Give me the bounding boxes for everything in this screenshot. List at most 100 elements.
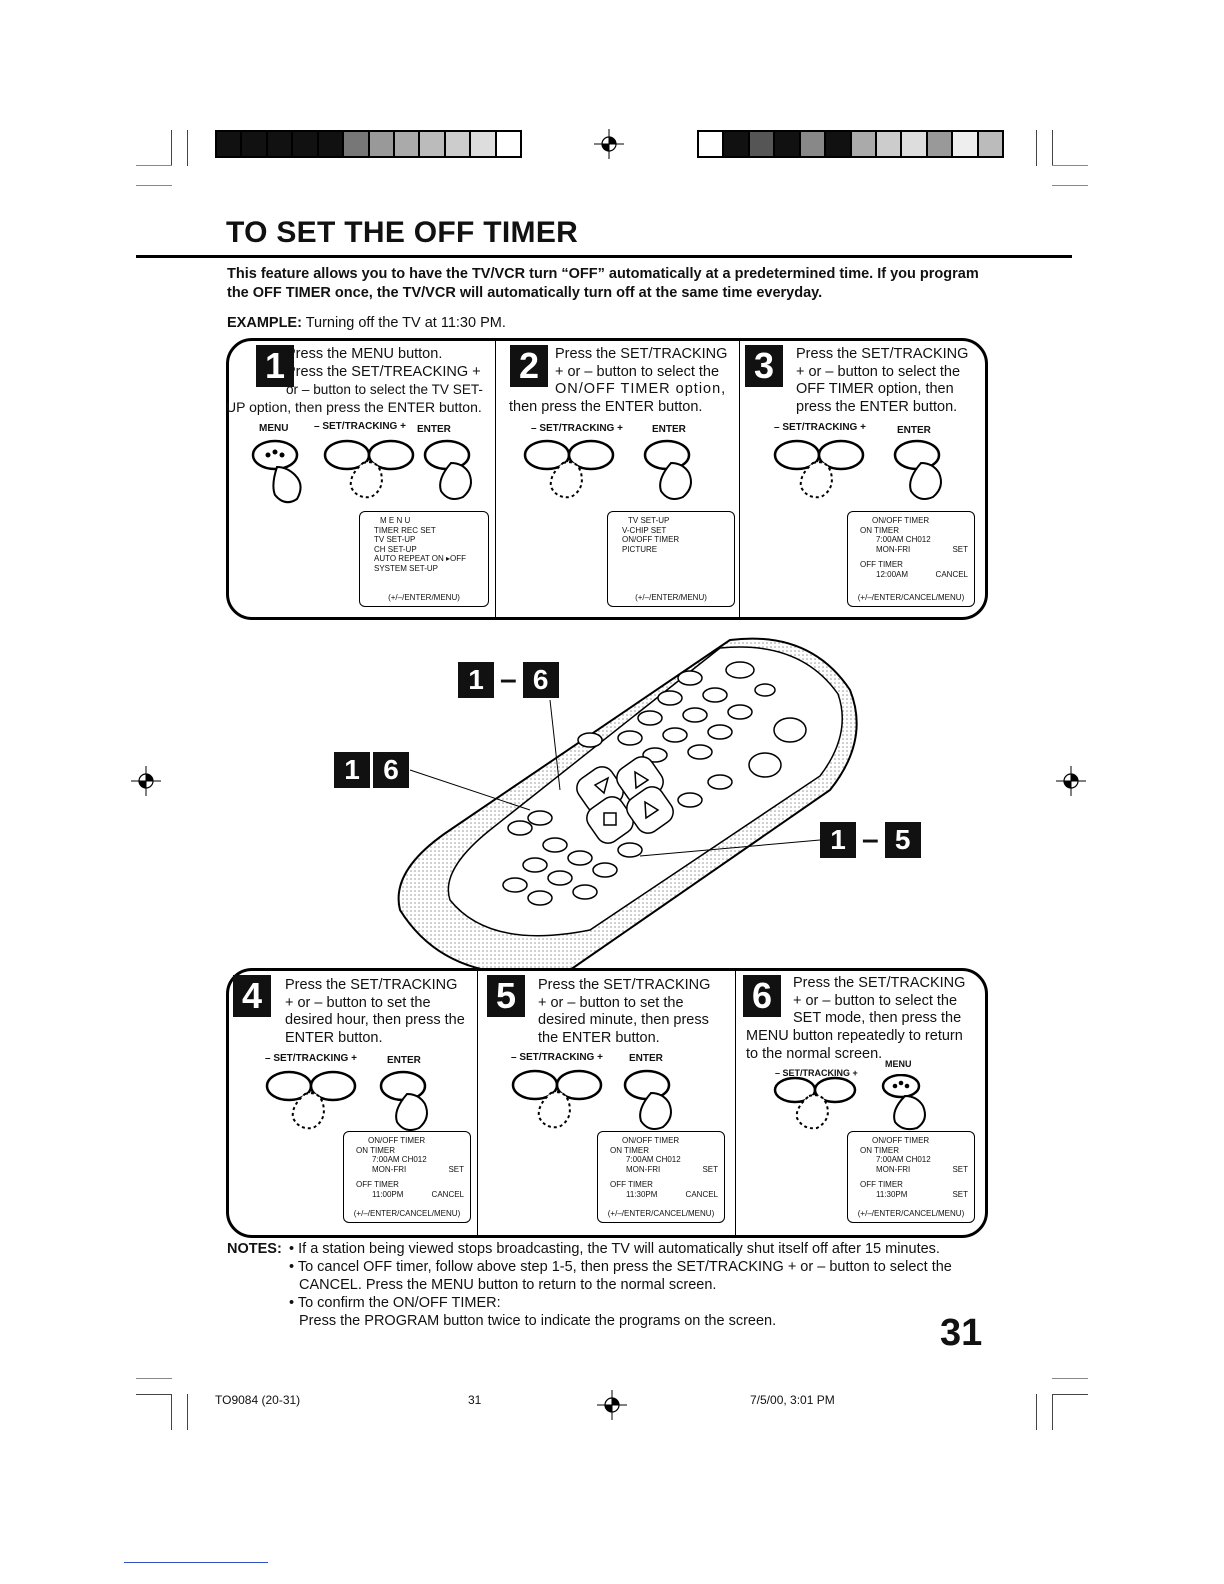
set-tracking-label: – SET/TRACKING + xyxy=(775,1068,858,1078)
badge-digit: 1 xyxy=(334,752,370,788)
screen-line: SET xyxy=(952,1164,968,1174)
badge-digit: 6 xyxy=(373,752,409,788)
registration-mark-icon xyxy=(594,129,624,159)
screen-line: ON/OFF TIMER xyxy=(872,1136,930,1145)
screen-line: ON/OFF TIMER xyxy=(622,535,680,544)
step-number: 2 xyxy=(510,345,548,387)
screen-line: 11:30PM xyxy=(626,1189,658,1199)
step-5-line: the ENTER button. xyxy=(538,1029,660,1046)
screen-line: M E N U xyxy=(380,516,411,525)
screen-footer: (+/–/ENTER/MENU) xyxy=(635,592,707,602)
enter-button-label: ENTER xyxy=(629,1053,663,1064)
screen-line: OFF TIMER xyxy=(356,1180,399,1189)
steps-panel-top: 1 Press the MENU button. Press the SET/T… xyxy=(226,338,988,620)
screen-line: ON/OFF TIMER xyxy=(872,516,930,525)
crop-mark xyxy=(187,1394,188,1430)
step-5-line: desired minute, then press xyxy=(538,1012,709,1028)
screen-footer: (+/–/ENTER/CANCEL/MENU) xyxy=(607,1208,715,1218)
page-number: 31 xyxy=(940,1312,983,1354)
hand-pressing-buttons-icon xyxy=(251,439,472,504)
menu-button-label: MENU xyxy=(885,1059,912,1069)
screen-line: MON-FRI xyxy=(876,544,911,554)
crop-mark xyxy=(1052,130,1053,166)
panel-divider xyxy=(495,341,496,617)
step-4-line: Press the SET/TRACKING xyxy=(285,977,458,993)
enter-button-label: ENTER xyxy=(387,1055,421,1066)
screen-line: TV SET-UP xyxy=(374,535,416,544)
example-text: Turning off the TV at 11:30 PM. xyxy=(305,315,506,331)
menu-screen: M E N U TIMER REC SET TV SET-UP CH SET-U… xyxy=(359,511,489,607)
crop-mark xyxy=(1036,130,1037,166)
screen-line: ON TIMER xyxy=(356,1145,395,1155)
note-item: • If a station being viewed stops broadc… xyxy=(289,1241,940,1257)
screen-line: ON/OFF TIMER xyxy=(368,1136,426,1145)
step-4-line: desired hour, then press the xyxy=(285,1012,465,1028)
step-3-line: + or – button to select the xyxy=(796,363,961,380)
screen-line: SET xyxy=(952,1189,968,1199)
panel-divider xyxy=(735,971,736,1235)
step-6-line: MENU button repeatedly to return xyxy=(746,1028,963,1044)
step-number: 6 xyxy=(743,975,781,1017)
screen-line: PICTURE xyxy=(622,544,658,554)
screen-line: 7:00AM CH012 xyxy=(876,535,931,544)
intro-text: This feature allows you to have the TV/V… xyxy=(227,266,979,301)
screen-line: CANCEL xyxy=(935,569,968,579)
crop-mark xyxy=(136,165,172,166)
steps-panel-bottom: 4 Press the SET/TRACKING + or – button t… xyxy=(226,968,988,1238)
note-item: Press the PROGRAM button twice to indica… xyxy=(299,1313,777,1329)
registration-mark-icon xyxy=(131,766,161,796)
step-number: 1 xyxy=(256,345,294,387)
screen-line: SET xyxy=(952,544,968,554)
step-number: 4 xyxy=(233,975,271,1017)
crop-mark xyxy=(136,1394,172,1395)
title-rule xyxy=(136,255,1072,258)
screen-line: 7:00AM CH012 xyxy=(626,1155,681,1164)
badge-digit: 6 xyxy=(522,662,559,698)
screen-line: SET xyxy=(702,1164,718,1174)
note-item: • To cancel OFF timer, follow above step… xyxy=(289,1259,952,1275)
note-item: CANCEL. Press the MENU button to return … xyxy=(299,1277,717,1293)
on-off-timer-screen: ON/OFF TIMER ON TIMER 7:00AM CH012 MON-F… xyxy=(597,1131,725,1223)
hand-pressing-buttons-icon xyxy=(773,439,942,500)
step-6-line: to the normal screen. xyxy=(746,1045,883,1062)
set-tracking-label: – SET/TRACKING + xyxy=(314,421,406,432)
screen-line: V-CHIP SET xyxy=(622,525,667,535)
screen-line: AUTO REPEAT ON ▸OFF xyxy=(374,554,467,563)
step-2-line: Press the SET/TRACKING xyxy=(555,346,728,362)
menu-button-label: MENU xyxy=(259,423,289,434)
badge-digit: 1 xyxy=(820,822,856,858)
set-tracking-label: – SET/TRACKING + xyxy=(265,1053,357,1064)
step-2-line: + or – button to select the xyxy=(555,363,720,380)
screen-line: CH SET-UP xyxy=(374,544,417,554)
screen-line: MON-FRI xyxy=(876,1164,911,1174)
step-6-line: Press the SET/TRACKING xyxy=(793,975,966,991)
panel-divider xyxy=(477,971,478,1235)
page-title: TO SET THE OFF TIMER xyxy=(226,216,579,249)
on-off-timer-screen: ON/OFF TIMER ON TIMER 7:00AM CH012 MON-F… xyxy=(847,511,975,607)
screen-line: 7:00AM CH012 xyxy=(876,1155,931,1164)
step-1-line: or – button to select the TV SET- xyxy=(286,382,483,397)
crop-mark xyxy=(1036,1394,1037,1430)
step-number: 5 xyxy=(487,975,525,1017)
badge-digit: 5 xyxy=(884,822,921,858)
example-label: EXAMPLE: xyxy=(227,315,302,331)
screen-line: ON/OFF TIMER xyxy=(622,1136,680,1145)
step-2-line: ON/OFF TIMER option, xyxy=(555,381,727,397)
enter-button-label: ENTER xyxy=(897,425,931,436)
crop-mark xyxy=(1052,1378,1088,1379)
screen-line: TV SET-UP xyxy=(628,516,670,525)
notes-label: NOTES: xyxy=(227,1241,282,1257)
step-3-line: press the ENTER button. xyxy=(796,398,958,415)
screen-footer: (+/–/ENTER/CANCEL/MENU) xyxy=(857,592,965,602)
registration-mark-icon xyxy=(1056,766,1086,796)
note-item: • To confirm the ON/OFF TIMER: xyxy=(289,1295,501,1311)
screen-footer: (+/–/ENTER/CANCEL/MENU) xyxy=(353,1208,461,1218)
crop-mark xyxy=(136,1378,172,1379)
color-bar-left xyxy=(215,130,522,158)
badge-digit: 1 xyxy=(458,662,494,698)
screen-line: OFF TIMER xyxy=(860,560,903,569)
step-1-line: Press the MENU button. xyxy=(286,346,443,362)
step-3-line: OFF TIMER option, then xyxy=(796,381,954,397)
screen-line: OFF TIMER xyxy=(610,1180,653,1189)
step-4-line: ENTER button. xyxy=(285,1029,383,1046)
